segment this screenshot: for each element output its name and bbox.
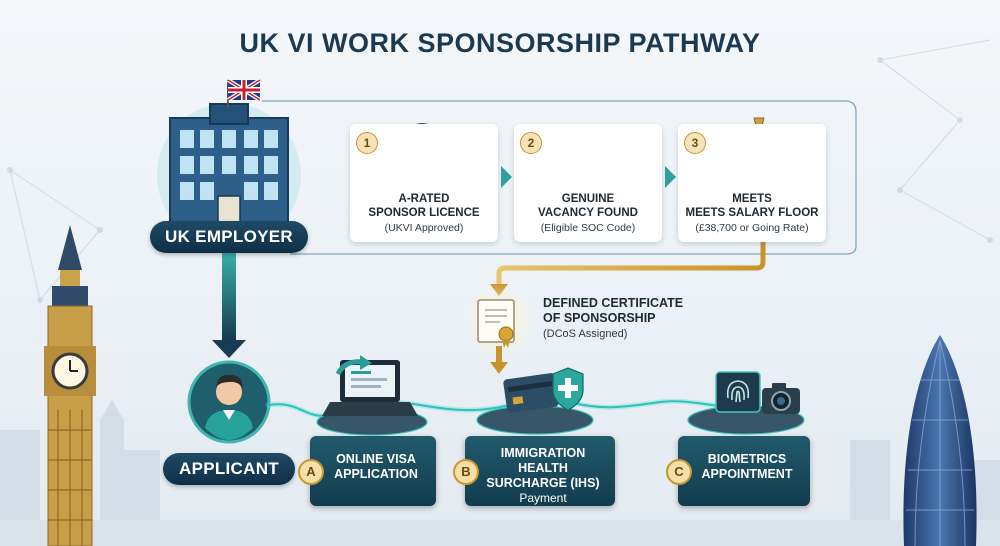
employer-label: UK EMPLOYER [150, 221, 308, 253]
step-number-badge: 3 [684, 132, 706, 154]
down-arrow-icon [212, 340, 246, 358]
step-subtitle: (UKVI Approved) [384, 222, 464, 234]
union-jack-flag-icon [226, 78, 262, 108]
steps-frame-line [262, 100, 857, 255]
laptop-form-icon [316, 355, 428, 436]
stage-letter-badge: C [666, 459, 692, 485]
stage-letter-badge: B [453, 459, 479, 485]
step-arrow-icon [501, 166, 512, 188]
certificate-label: DEFINED CERTIFICATE OF SPONSORSHIP (DCoS… [543, 296, 684, 340]
step-subtitle: (£38,700 or Going Rate) [695, 222, 809, 234]
gherkin-building-icon [903, 335, 977, 546]
certificate-icon [477, 299, 515, 348]
card-shield-icon [476, 367, 594, 435]
fingerprint-camera-icon [687, 371, 805, 435]
steps-to-certificate-connector [496, 242, 766, 288]
stage-letter-badge: A [298, 459, 324, 485]
office-building-icon [169, 103, 289, 231]
page-title: UK VI WORK SPONSORSHIP PATHWAY [239, 28, 761, 58]
person-avatar-icon [187, 360, 271, 444]
ground-strip [0, 520, 1000, 546]
step-subtitle: (Eligible SOC Code) [540, 222, 636, 234]
step-number-badge: 2 [520, 132, 542, 154]
network-lines-decoration [7, 39, 993, 303]
employer-to-applicant-connector [222, 250, 236, 342]
big-ben-icon [44, 225, 96, 546]
step-number-badge: 1 [356, 132, 378, 154]
applicant-label: APPLICANT [163, 453, 295, 485]
step-arrow-icon [665, 166, 676, 188]
stage-subtitle: Payment [519, 491, 567, 505]
